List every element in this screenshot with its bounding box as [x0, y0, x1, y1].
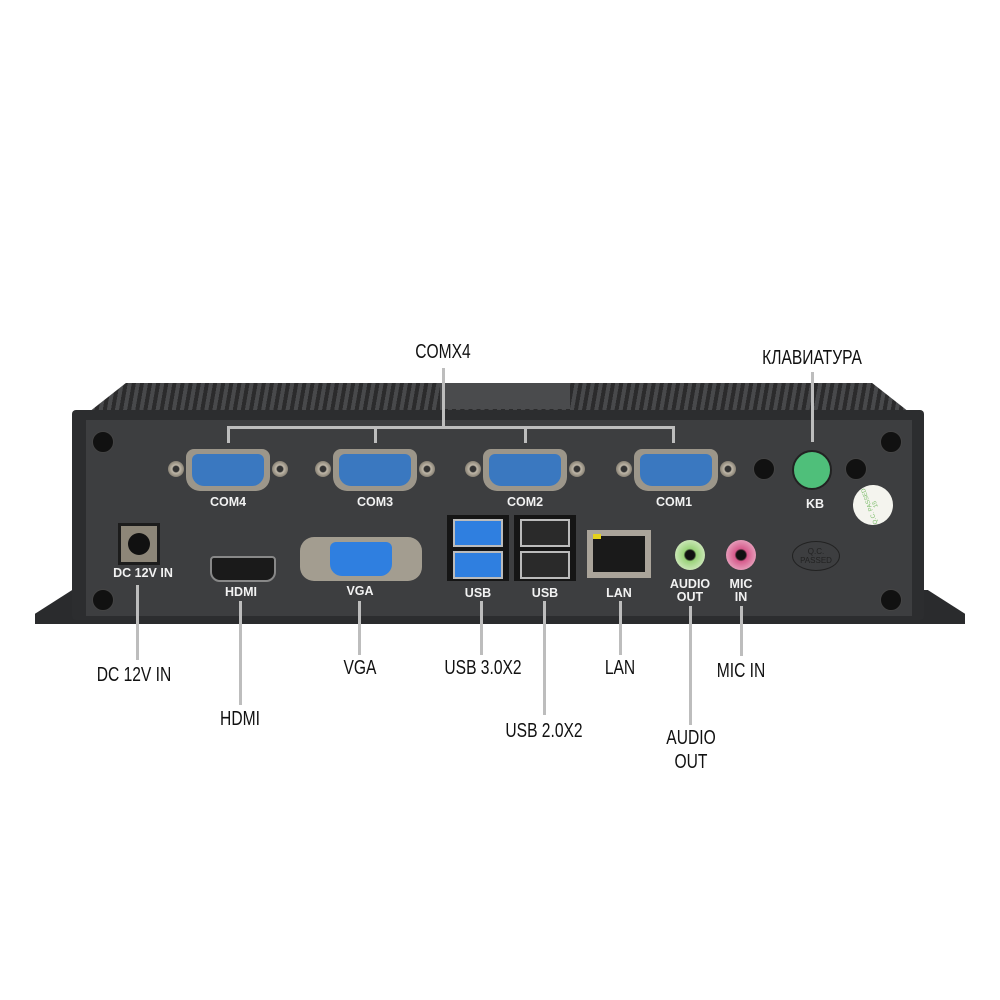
- callout-usb3: USB 3.0X2: [444, 657, 522, 679]
- audio-label-line2: OUT: [676, 590, 704, 604]
- kb-label: KB: [805, 497, 825, 511]
- hdmi-port: [210, 556, 276, 582]
- screw-icon: [92, 589, 114, 611]
- dc-label: DC 12V IN: [113, 566, 173, 580]
- leader-com1: [672, 426, 675, 443]
- leader-com-bar: [227, 426, 675, 429]
- screw-icon: [845, 458, 867, 480]
- mic-label-line1: MIC: [729, 577, 753, 591]
- leader-com3: [374, 426, 377, 443]
- usb2-label: USB: [531, 586, 559, 600]
- leader-com4: [227, 426, 230, 443]
- qc-stamp: Q.C. PASSED: [792, 541, 840, 571]
- callout-hdmi: HDMI: [220, 708, 260, 730]
- vga-port: [300, 537, 422, 581]
- com1-port: [616, 449, 736, 491]
- screw-icon: [880, 589, 902, 611]
- audio-out-jack: [675, 540, 705, 570]
- qc-stamp-text: Q.C. PASSED: [800, 547, 832, 565]
- com3-port: [315, 449, 435, 491]
- leader-mic: [740, 606, 743, 656]
- com1-label: COM1: [655, 495, 693, 509]
- leader-usb2: [543, 601, 546, 715]
- com2-label: COM2: [506, 495, 544, 509]
- leader-comx4: [442, 368, 445, 428]
- callout-usb2: USB 2.0X2: [505, 720, 583, 742]
- usb3-label: USB: [464, 586, 492, 600]
- qc-sticker-text: Q.C. PASSED 15: [860, 487, 880, 525]
- leader-kb: [811, 372, 814, 442]
- lan-label: LAN: [606, 586, 632, 600]
- ps2-keyboard-port: [792, 450, 832, 490]
- vga-label: VGA: [346, 584, 374, 598]
- mic-label-line2: IN: [734, 590, 748, 604]
- leader-audio: [689, 606, 692, 725]
- callout-lan: LAN: [604, 657, 636, 679]
- callout-keyboard: КЛАВИАТУРА: [762, 347, 862, 369]
- com4-label: COM4: [209, 495, 247, 509]
- dc-jack: [118, 523, 160, 565]
- callout-vga: VGA: [343, 657, 377, 679]
- leader-lan: [619, 601, 622, 655]
- usb3-ports: [447, 515, 509, 581]
- lan-port: [587, 530, 651, 578]
- callout-audio-line2: OUT: [674, 751, 708, 773]
- screw-icon: [92, 431, 114, 453]
- screw-icon: [880, 431, 902, 453]
- usb2-ports: [514, 515, 576, 581]
- callout-mic: MIC IN: [716, 660, 766, 682]
- screw-icon: [753, 458, 775, 480]
- callout-comx4: COMX4: [415, 341, 471, 363]
- leader-com2: [524, 426, 527, 443]
- leader-vga: [358, 601, 361, 655]
- mic-in-jack: [726, 540, 756, 570]
- hdmi-label: HDMI: [225, 585, 257, 599]
- callout-audio-line1: AUDIO: [666, 727, 716, 749]
- leader-dc: [136, 585, 139, 660]
- heatsink-center: [440, 383, 570, 409]
- audio-label-line1: AUDIO: [669, 577, 711, 591]
- leader-usb3: [480, 601, 483, 655]
- callout-dc: DC 12V IN: [96, 664, 172, 686]
- com2-port: [465, 449, 585, 491]
- com3-label: COM3: [356, 495, 394, 509]
- com4-port: [168, 449, 288, 491]
- leader-hdmi: [239, 601, 242, 705]
